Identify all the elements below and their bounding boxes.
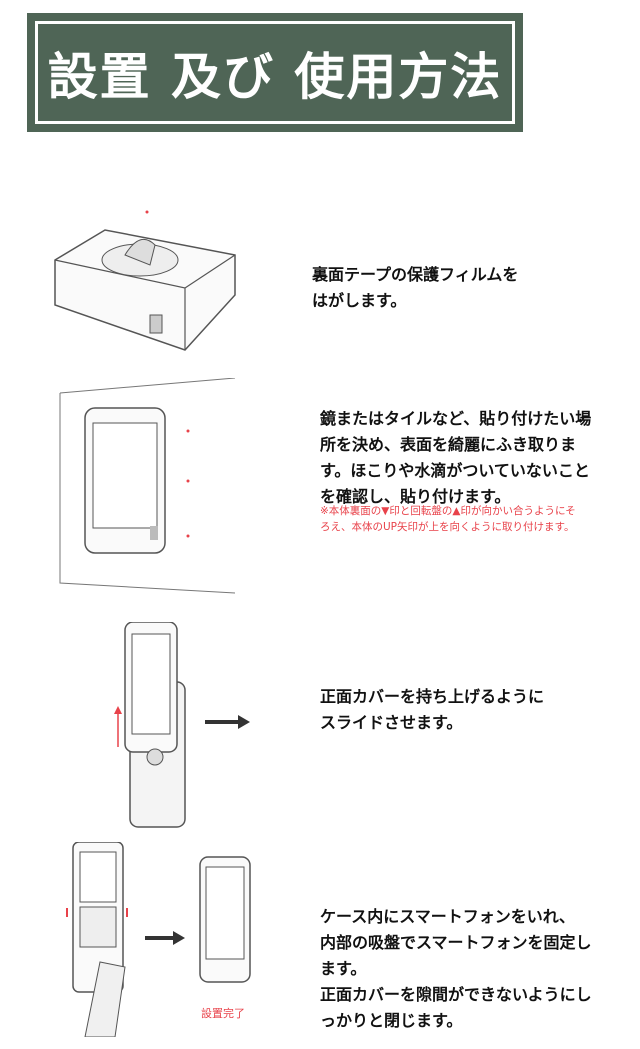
install-complete-label: 設置完了 — [201, 1007, 245, 1020]
page-title: 設置 及び 使用方法 — [47, 46, 503, 106]
step2-note: ※本体裏面の▼印と回転盤の▲印が向かい合うようにそ ろえ、本体のUP矢印が上を向… — [320, 505, 576, 533]
title-banner-border: 設置 及び 使用方法 — [35, 21, 515, 124]
step4-text: ケース内にスマートフォンをいれ、 内部の吸盤でスマートフォンを固定し ます。 正… — [320, 907, 592, 1030]
step2-illustration — [59, 378, 236, 594]
step3-illustration — [114, 622, 250, 828]
step3-text: 正面カバーを持ち上げるように スライドさせます。 — [320, 687, 545, 732]
step1-illustration — [54, 210, 236, 351]
title-banner: 設置 及び 使用方法 — [27, 13, 523, 132]
step1-text: 裏面テープの保護フィルムを はがします。 — [312, 265, 519, 310]
step4-illustration — [66, 842, 251, 1037]
step2-text: 鏡またはタイルなど、貼り付けたい場 所を決め、表面を綺麗にふき取りま す。ほこり… — [320, 409, 592, 506]
